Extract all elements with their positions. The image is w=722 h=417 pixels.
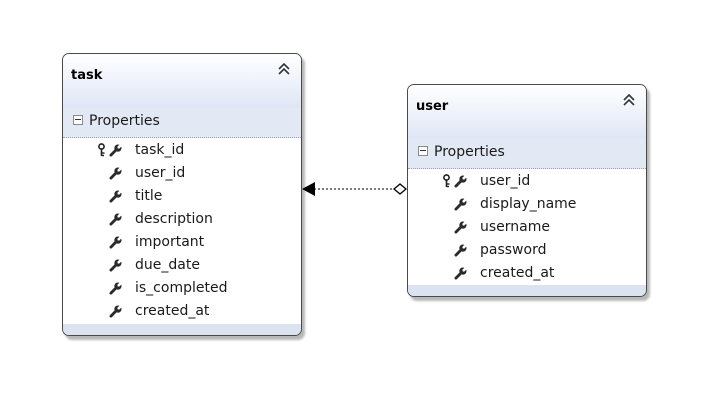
property-list: user_id display_name username password creat… xyxy=(408,169,646,285)
property-row[interactable]: title xyxy=(63,185,301,208)
key-icon xyxy=(98,143,105,157)
property-row[interactable]: created_at xyxy=(408,262,646,285)
property-name: created_at xyxy=(480,265,555,281)
wrench-icon xyxy=(109,190,122,203)
property-row[interactable]: important xyxy=(63,231,301,254)
property-icons xyxy=(97,235,127,251)
property-icons xyxy=(97,212,127,228)
property-name: display_name xyxy=(480,196,577,212)
double-chevron-up-icon[interactable] xyxy=(277,62,291,76)
wrench-icon xyxy=(109,259,122,272)
property-row[interactable]: user_id xyxy=(63,162,301,185)
entity-footer xyxy=(408,285,646,296)
section-label: Properties xyxy=(89,113,160,129)
wrench-icon xyxy=(454,198,467,211)
minus-box-icon[interactable] xyxy=(418,146,428,156)
property-row[interactable]: due_date xyxy=(63,254,301,277)
entity-title: user xyxy=(416,99,449,114)
property-icons xyxy=(442,220,472,236)
property-icons xyxy=(442,174,472,190)
wrench-icon xyxy=(454,221,467,234)
property-name: password xyxy=(480,242,547,258)
properties-section-header[interactable]: Properties xyxy=(408,139,646,169)
property-icons xyxy=(97,189,127,205)
wrench-icon xyxy=(109,144,122,157)
arrowhead-icon xyxy=(302,182,315,196)
entity-header: task xyxy=(63,54,301,108)
property-icons xyxy=(97,281,127,297)
property-icons xyxy=(442,266,472,282)
property-name: important xyxy=(135,234,205,250)
property-icons xyxy=(97,143,127,159)
property-name: title xyxy=(135,188,163,204)
property-row[interactable]: task_id xyxy=(63,139,301,162)
minus-box-icon[interactable] xyxy=(73,115,83,125)
property-icons xyxy=(442,243,472,259)
property-row[interactable]: is_completed xyxy=(63,277,301,300)
key-icon xyxy=(443,174,450,188)
wrench-icon xyxy=(109,305,122,318)
property-row[interactable]: username xyxy=(408,216,646,239)
property-icons xyxy=(97,258,127,274)
wrench-icon xyxy=(454,267,467,280)
wrench-icon xyxy=(109,236,122,249)
property-row[interactable]: password xyxy=(408,239,646,262)
property-name: created_at xyxy=(135,303,210,319)
property-name: description xyxy=(135,211,213,227)
property-icons xyxy=(97,304,127,320)
property-row[interactable]: display_name xyxy=(408,193,646,216)
property-name: user_id xyxy=(480,173,531,189)
wrench-icon xyxy=(109,167,122,180)
property-name: user_id xyxy=(135,165,186,181)
diamond-icon xyxy=(392,183,408,195)
property-row[interactable]: description xyxy=(63,208,301,231)
property-name: due_date xyxy=(135,257,200,273)
property-name: username xyxy=(480,219,550,235)
entity-footer xyxy=(63,324,301,335)
entity-header: user xyxy=(408,85,646,139)
property-name: task_id xyxy=(135,142,185,158)
double-chevron-up-icon[interactable] xyxy=(622,93,636,107)
wrench-icon xyxy=(109,282,122,295)
wrench-icon xyxy=(454,244,467,257)
wrench-icon xyxy=(454,175,467,188)
properties-section-header[interactable]: Properties xyxy=(63,108,301,138)
section-label: Properties xyxy=(434,144,505,160)
property-icons xyxy=(442,197,472,213)
wrench-icon xyxy=(109,213,122,226)
property-name: is_completed xyxy=(135,280,228,296)
property-icons xyxy=(97,166,127,182)
property-row[interactable]: user_id xyxy=(408,170,646,193)
entity-title: task xyxy=(71,68,103,83)
property-row[interactable]: created_at xyxy=(63,300,301,323)
